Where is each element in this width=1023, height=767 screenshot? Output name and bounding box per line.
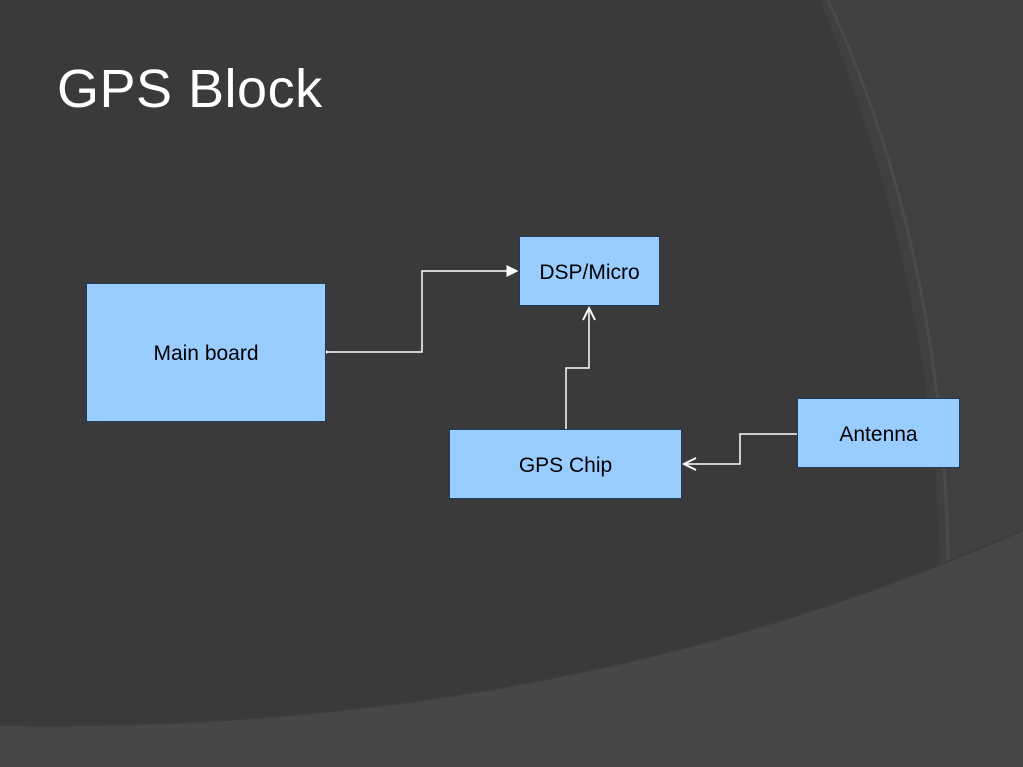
main-board-label: Main board (153, 342, 259, 365)
connector-antenna-gps (684, 433, 797, 464)
gps-chip-box: GPS Chip (449, 429, 682, 499)
connector-main-dsp (317, 265, 519, 358)
dsp-micro-label: DSP/Micro (539, 261, 640, 284)
antenna-box: Antenna (797, 398, 960, 468)
main-board-box: Main board (86, 283, 326, 422)
gps-chip-label: GPS Chip (518, 454, 613, 477)
connector-gps-dsp (565, 308, 589, 429)
dsp-micro-box: DSP/Micro (519, 236, 660, 306)
antenna-label: Antenna (839, 423, 918, 446)
slide-title: GPS Block (57, 59, 323, 119)
